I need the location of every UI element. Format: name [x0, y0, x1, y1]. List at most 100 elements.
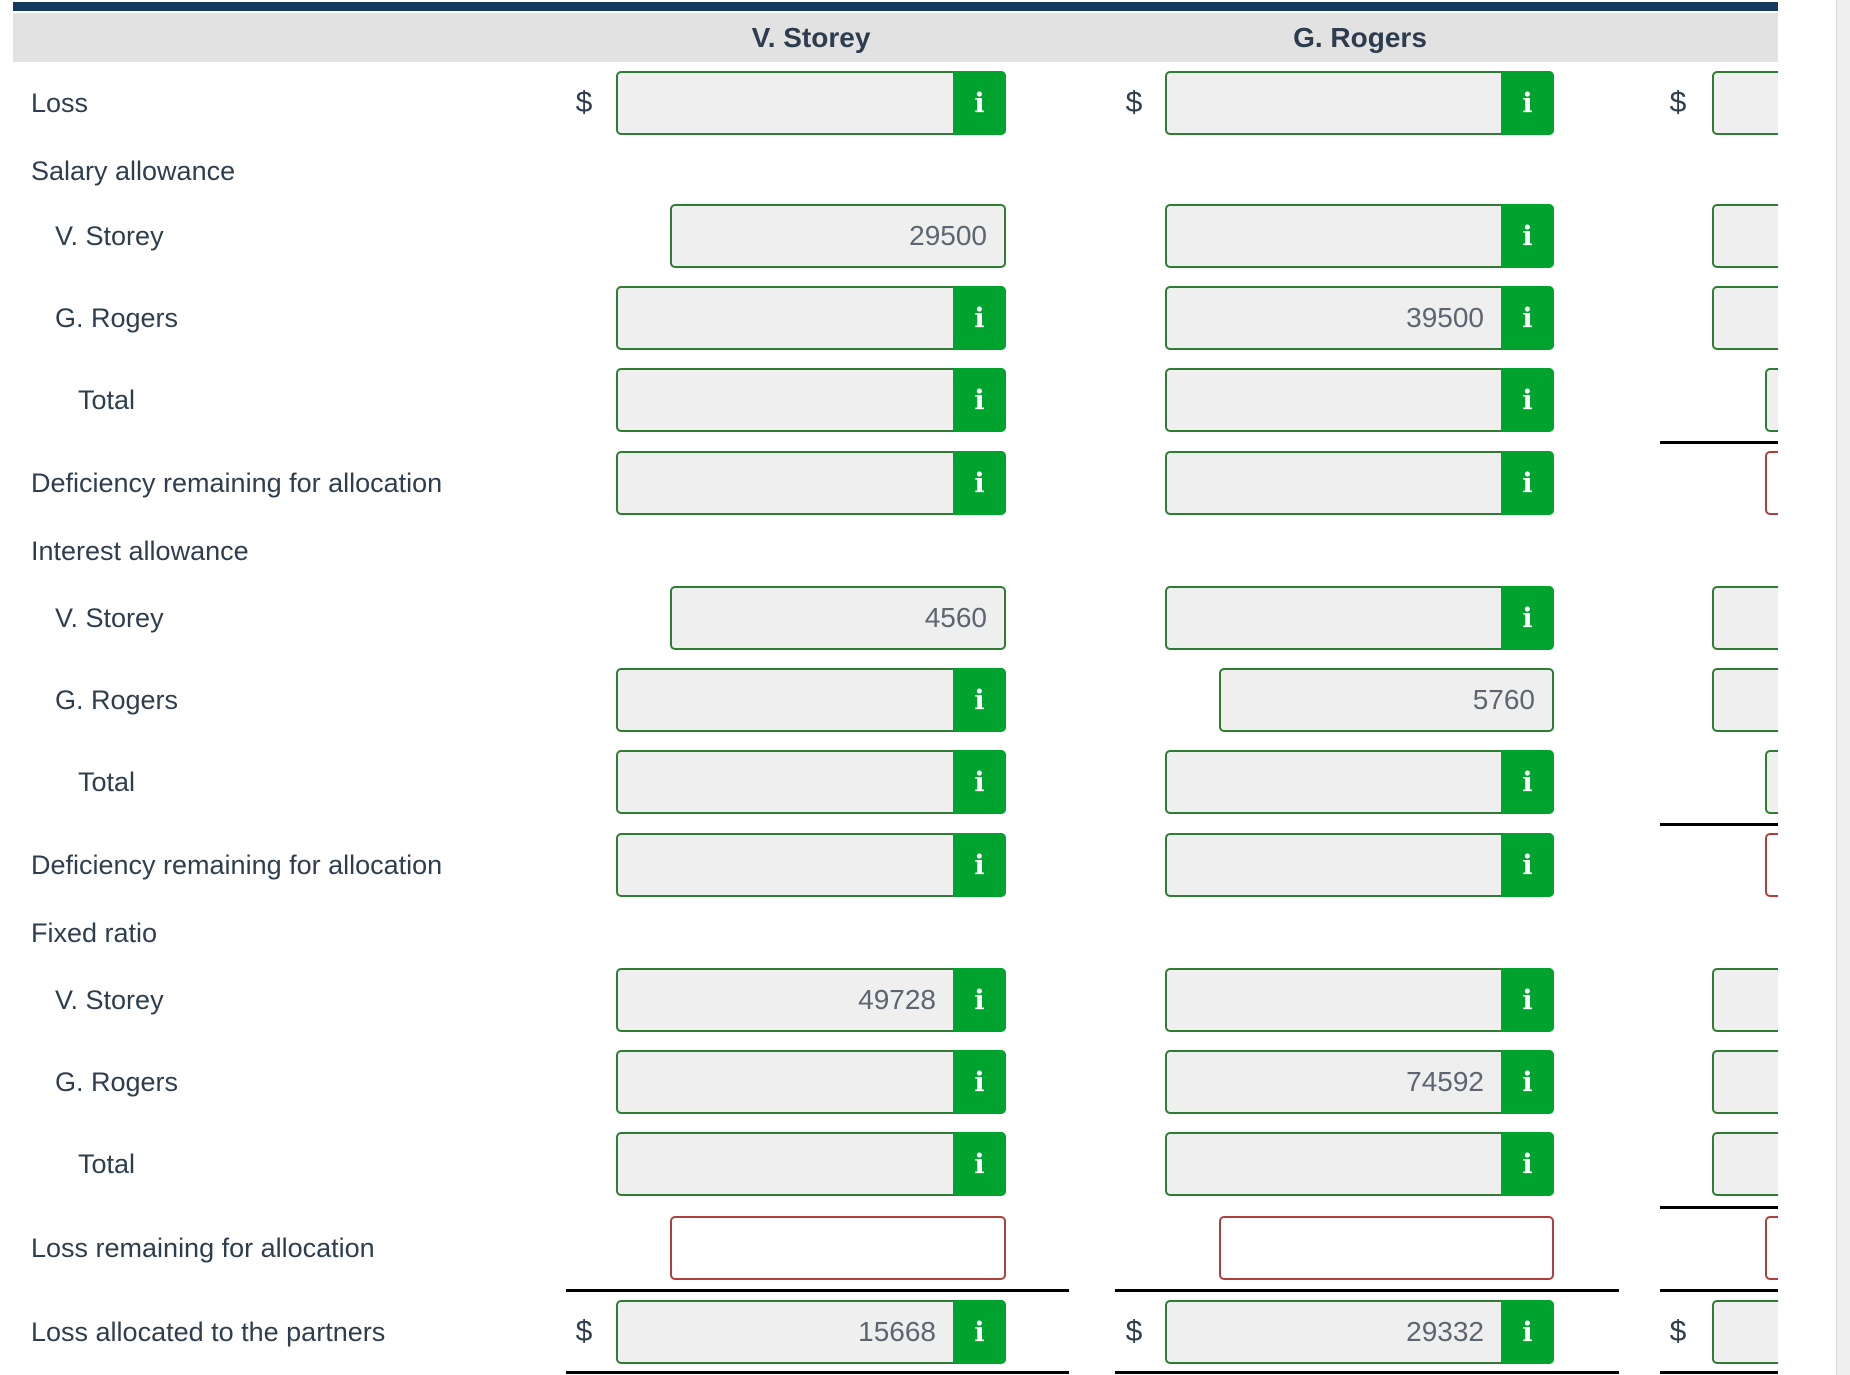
amount-field[interactable]	[1167, 453, 1501, 513]
amount-field[interactable]	[1221, 1218, 1552, 1278]
loss-remaining-input-v-storey[interactable]	[670, 1216, 1006, 1280]
info-icon[interactable]: i	[953, 833, 1006, 897]
interest-v-storey-input-g-rogers[interactable]: i	[1165, 586, 1554, 650]
salary-g-rogers-input-v-storey[interactable]: i	[616, 286, 1006, 350]
amount-field[interactable]	[618, 453, 953, 513]
interest-deficiency-input-g-rogers[interactable]: i	[1165, 833, 1554, 897]
amount-field[interactable]: 29500	[909, 220, 987, 251]
fixed-v-storey-input-g-rogers[interactable]: i	[1165, 968, 1554, 1032]
amount-field[interactable]	[1714, 73, 1778, 133]
info-icon[interactable]: i	[1501, 1050, 1554, 1114]
loss-input-v-storey[interactable]: i	[616, 71, 1006, 135]
fixed-total-input-total[interactable]: i	[1712, 1132, 1778, 1196]
info-icon[interactable]: i	[1501, 833, 1554, 897]
loss-allocated-input-g-rogers[interactable]: 29332 i	[1165, 1300, 1554, 1364]
amount-field[interactable]	[1767, 1218, 1778, 1278]
info-icon[interactable]: i	[1501, 451, 1554, 515]
amount-field[interactable]	[1714, 1052, 1778, 1112]
vertical-scrollbar[interactable]	[1836, 0, 1850, 1375]
info-icon[interactable]: i	[1501, 1132, 1554, 1196]
amount-field[interactable]	[1714, 670, 1778, 730]
amount-field[interactable]	[1714, 206, 1778, 266]
amount-field[interactable]	[1714, 588, 1778, 648]
interest-g-rogers-input-total[interactable]: i	[1712, 668, 1778, 732]
amount-field[interactable]	[1167, 1134, 1501, 1194]
salary-deficiency-input-g-rogers[interactable]: i	[1165, 451, 1554, 515]
interest-g-rogers-input-g-rogers[interactable]: 5760	[1219, 668, 1554, 732]
amount-field[interactable]	[1167, 970, 1501, 1030]
interest-deficiency-input-v-storey[interactable]: i	[616, 833, 1006, 897]
loss-input-total[interactable]: i	[1712, 71, 1778, 135]
amount-field[interactable]: 5760	[1472, 684, 1535, 715]
amount-field[interactable]	[1714, 288, 1778, 348]
fixed-v-storey-input-v-storey[interactable]: 49728 i	[616, 968, 1006, 1032]
info-icon[interactable]: i	[1501, 204, 1554, 268]
info-icon[interactable]: i	[1501, 1300, 1554, 1364]
amount-field[interactable]	[1167, 370, 1501, 430]
salary-total-input-g-rogers[interactable]: i	[1165, 368, 1554, 432]
salary-deficiency-input-total[interactable]	[1765, 451, 1778, 515]
loss-remaining-input-total[interactable]	[1765, 1216, 1778, 1280]
loss-allocated-input-total[interactable]: i	[1712, 1300, 1778, 1364]
amount-field[interactable]: 29332	[1406, 1316, 1484, 1347]
info-icon[interactable]: i	[953, 451, 1006, 515]
salary-total-input-v-storey[interactable]: i	[616, 368, 1006, 432]
amount-field[interactable]	[618, 835, 953, 895]
amount-field[interactable]	[1167, 752, 1501, 812]
amount-field[interactable]: 74592	[1406, 1066, 1484, 1097]
info-icon[interactable]: i	[1501, 586, 1554, 650]
amount-field[interactable]: 39500	[1406, 302, 1484, 333]
amount-field[interactable]	[618, 73, 953, 133]
amount-field[interactable]	[1167, 73, 1501, 133]
interest-v-storey-input-v-storey[interactable]: 4560	[670, 586, 1006, 650]
info-icon[interactable]: i	[953, 368, 1006, 432]
amount-field[interactable]	[1167, 206, 1501, 266]
info-icon[interactable]: i	[1501, 968, 1554, 1032]
amount-field[interactable]	[618, 1052, 953, 1112]
loss-input-g-rogers[interactable]: i	[1165, 71, 1554, 135]
info-icon[interactable]: i	[953, 71, 1006, 135]
interest-total-input-v-storey[interactable]: i	[616, 750, 1006, 814]
info-icon[interactable]: i	[953, 1300, 1006, 1364]
fixed-v-storey-input-total[interactable]: i	[1712, 968, 1778, 1032]
info-icon[interactable]: i	[953, 668, 1006, 732]
amount-field[interactable]	[618, 670, 953, 730]
info-icon[interactable]: i	[1501, 368, 1554, 432]
fixed-g-rogers-input-v-storey[interactable]: i	[616, 1050, 1006, 1114]
fixed-g-rogers-input-g-rogers[interactable]: 74592 i	[1165, 1050, 1554, 1114]
amount-field[interactable]	[618, 370, 953, 430]
loss-remaining-input-g-rogers[interactable]	[1219, 1216, 1554, 1280]
info-icon[interactable]: i	[953, 750, 1006, 814]
salary-v-storey-input-total[interactable]: i	[1712, 204, 1778, 268]
amount-field[interactable]	[1714, 970, 1778, 1030]
amount-field[interactable]	[1714, 1302, 1778, 1362]
info-icon[interactable]: i	[1501, 71, 1554, 135]
interest-g-rogers-input-v-storey[interactable]: i	[616, 668, 1006, 732]
info-icon[interactable]: i	[953, 1050, 1006, 1114]
loss-allocated-input-v-storey[interactable]: 15668 i	[616, 1300, 1006, 1364]
interest-total-input-total[interactable]	[1765, 750, 1778, 814]
amount-field[interactable]: 4560	[924, 602, 987, 633]
info-icon[interactable]: i	[953, 1132, 1006, 1196]
amount-field[interactable]: 49728	[858, 984, 936, 1015]
amount-field[interactable]	[1767, 752, 1778, 812]
amount-field[interactable]	[618, 1134, 953, 1194]
fixed-total-input-g-rogers[interactable]: i	[1165, 1132, 1554, 1196]
salary-g-rogers-input-g-rogers[interactable]: 39500 i	[1165, 286, 1554, 350]
amount-field[interactable]	[1167, 588, 1501, 648]
salary-v-storey-input-v-storey[interactable]: 29500	[670, 204, 1006, 268]
salary-v-storey-input-g-rogers[interactable]: i	[1165, 204, 1554, 268]
amount-field[interactable]	[618, 288, 953, 348]
amount-field[interactable]	[1767, 453, 1778, 513]
amount-field[interactable]	[618, 752, 953, 812]
interest-total-input-g-rogers[interactable]: i	[1165, 750, 1554, 814]
amount-field[interactable]	[1767, 835, 1778, 895]
interest-deficiency-input-total[interactable]	[1765, 833, 1778, 897]
salary-total-input-total[interactable]	[1765, 368, 1778, 432]
amount-field[interactable]	[1714, 1134, 1778, 1194]
amount-field[interactable]	[1167, 835, 1501, 895]
amount-field[interactable]	[1767, 370, 1778, 430]
fixed-g-rogers-input-total[interactable]: i	[1712, 1050, 1778, 1114]
salary-g-rogers-input-total[interactable]: i	[1712, 286, 1778, 350]
amount-field[interactable]	[672, 1218, 1004, 1278]
